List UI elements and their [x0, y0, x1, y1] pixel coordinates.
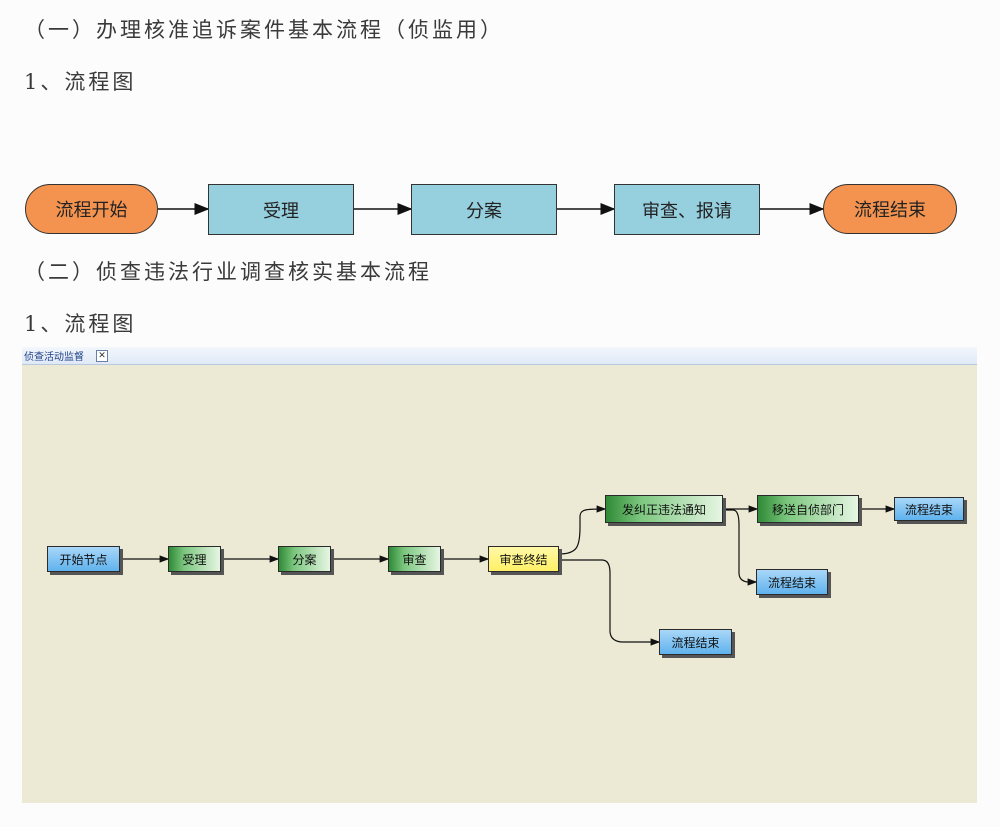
flowchart-1-connectors: [158, 203, 825, 215]
flow2-correction-notice-node[interactable]: 发纠正违法通知: [605, 495, 723, 523]
flow2-edge-done-correction: [558, 505, 607, 555]
subsection-title-1: 1、流程图: [24, 70, 137, 94]
panel-tab-bar: 侦查活动监督 ✕: [22, 347, 977, 365]
flow2-start-node[interactable]: 开始节点: [47, 546, 120, 572]
flow1-assign-node: 分案: [411, 184, 557, 235]
flow2-end-node-1[interactable]: 流程结束: [756, 569, 828, 595]
section-title-1: （一）办理核准追诉案件基本流程（侦监用）: [24, 18, 504, 42]
flow2-review-done-node[interactable]: 审查终结: [488, 546, 559, 572]
section-title-2: （二）侦查违法行业调查核实基本流程: [24, 260, 432, 284]
flowchart-2-connectors: [120, 505, 896, 646]
flow1-start-node: 流程开始: [25, 184, 158, 234]
flow1-end-node: 流程结束: [823, 184, 957, 234]
flow2-end-node-3[interactable]: 流程结束: [894, 497, 964, 521]
flow2-end-node-2[interactable]: 流程结束: [659, 629, 732, 655]
flow2-edge-correction-end1: [723, 509, 758, 586]
close-icon[interactable]: ✕: [96, 350, 108, 362]
flow2-edge-done-end2: [559, 559, 661, 646]
flow2-accept-node[interactable]: 受理: [168, 546, 221, 572]
subsection-title-2: 1、流程图: [24, 312, 137, 336]
tab-investigation-supervision[interactable]: 侦查活动监督: [24, 352, 84, 363]
flow2-transfer-node[interactable]: 移送自侦部门: [757, 495, 859, 523]
workflow-panel: 侦查活动监督 ✕ 开始节点 受理 分案 审查 审查终结 发纠正违法通知 移送自侦…: [22, 347, 977, 803]
flow1-accept-node: 受理: [208, 184, 354, 235]
flow1-review-node: 审查、报请: [614, 184, 760, 235]
flow2-assign-node[interactable]: 分案: [278, 546, 331, 572]
flow2-review-node[interactable]: 审查: [388, 546, 441, 572]
